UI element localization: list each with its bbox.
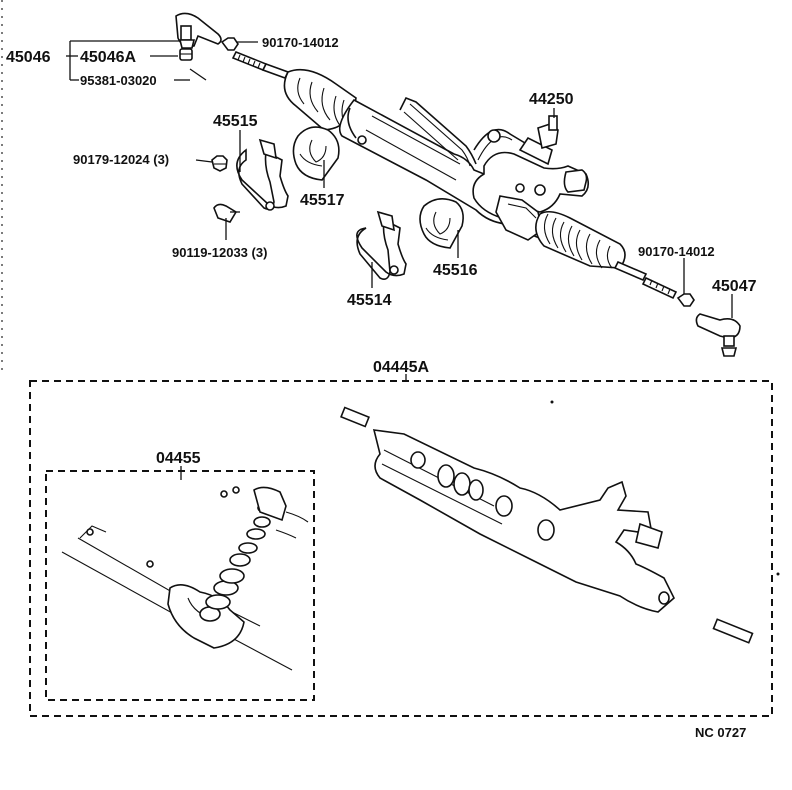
kit-box-04455 — [45, 470, 315, 701]
bushing-45517 — [292, 126, 340, 181]
label-45046: 45046 — [6, 49, 51, 66]
label-04445a: 04445A — [373, 359, 429, 376]
label-90179-12024: 90179-12024 (3) — [73, 152, 169, 167]
label-45515: 45515 — [213, 113, 258, 130]
castle-nut-45046a — [179, 48, 193, 61]
speck — [550, 400, 554, 404]
label-45514: 45514 — [347, 292, 392, 309]
kit-rack-housing — [340, 406, 754, 644]
clamp-45515 — [236, 138, 289, 211]
pinion-valve-housing — [472, 115, 590, 241]
lock-nut-right — [676, 293, 695, 307]
label-45517: 45517 — [300, 192, 345, 209]
nut-90179 — [211, 155, 228, 172]
label-44250: 44250 — [529, 91, 574, 108]
diagram-code: NC 0727 — [695, 725, 746, 740]
tie-rod-thread-right — [613, 260, 678, 300]
clamp-45514 — [356, 210, 407, 280]
bolt-90119 — [213, 203, 240, 223]
rack-boot-right — [535, 210, 626, 269]
label-90170-14012-right: 90170-14012 — [638, 244, 715, 259]
label-45046a: 45046A — [80, 49, 136, 66]
kit-box-04445a — [29, 380, 773, 717]
cotter-pin-95381 — [189, 68, 207, 81]
leader-90179 — [195, 159, 213, 163]
kit-valve-seals — [61, 486, 309, 671]
label-04455: 04455 — [156, 450, 201, 467]
label-90170-14012-top: 90170-14012 — [262, 35, 339, 50]
tie-rod-end-right — [695, 313, 741, 357]
label-90119-12033: 90119-12033 (3) — [172, 245, 267, 260]
tie-rod-end-left — [175, 12, 222, 49]
label-45516: 45516 — [433, 262, 478, 279]
bushing-45516 — [419, 198, 464, 249]
lock-nut-top — [220, 37, 239, 51]
label-45047: 45047 — [712, 278, 757, 295]
speck — [776, 572, 780, 576]
label-95381-03020: 95381-03020 — [80, 73, 157, 88]
tie-rod-thread-left — [231, 50, 290, 79]
